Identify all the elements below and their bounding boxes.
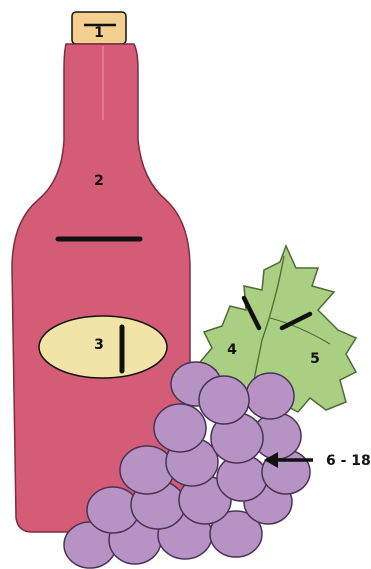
label-4: 4 [227, 342, 237, 358]
label-1: 1 [94, 25, 104, 41]
grape [246, 373, 294, 419]
grape [120, 446, 174, 494]
label-5: 5 [310, 351, 320, 367]
grape [154, 404, 206, 452]
label-2: 2 [94, 173, 104, 189]
grape [199, 376, 249, 424]
label-3: 3 [94, 337, 104, 353]
label-6-18: 6 - 18 [326, 453, 371, 469]
